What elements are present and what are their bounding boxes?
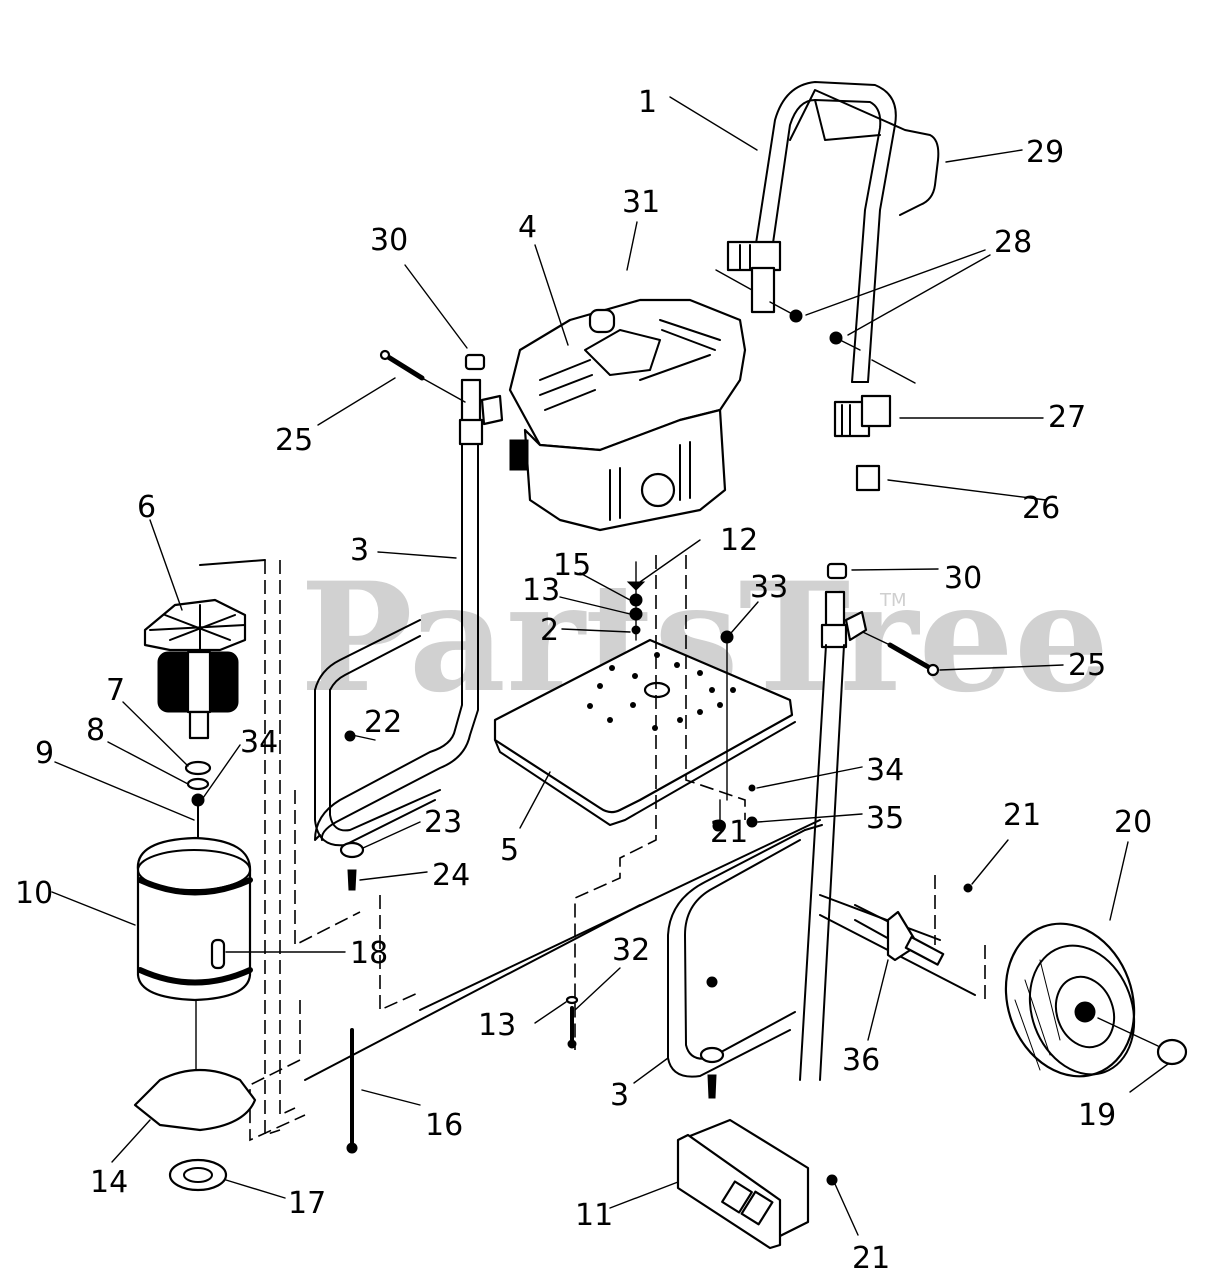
callout-3[interactable]: 3 [610,1078,629,1113]
callout-34[interactable]: 34 [866,753,904,788]
callout-4[interactable]: 4 [518,210,537,245]
part-cap-30b[interactable] [826,562,848,580]
callout-32[interactable]: 32 [612,933,650,968]
part-washer-8[interactable] [186,777,210,791]
callout-23[interactable]: 23 [424,805,462,840]
part-clamp-27[interactable] [833,394,892,438]
leader-lines [51,96,1169,1236]
callout-28[interactable]: 28 [994,225,1032,260]
callout-26[interactable]: 26 [1022,491,1060,526]
callout-31[interactable]: 31 [622,185,660,220]
part-base-plate[interactable] [493,638,796,826]
callout-8[interactable]: 8 [86,713,105,748]
callout-34[interactable]: 34 [240,725,278,760]
part-fastener-stack[interactable] [626,561,646,641]
callout-30[interactable]: 30 [944,561,982,596]
callout-17[interactable]: 17 [288,1186,326,1221]
part-34b[interactable] [748,784,756,792]
part-panel[interactable] [789,89,940,216]
callout-21[interactable]: 21 [710,815,748,850]
callout-29[interactable]: 29 [1026,135,1064,170]
callout-13[interactable]: 13 [522,573,560,608]
part-bolt-25a[interactable] [379,349,466,403]
callout-21[interactable]: 21 [852,1241,890,1276]
callout-15[interactable]: 15 [553,548,591,583]
part-foot-23[interactable] [339,841,365,859]
callout-27[interactable]: 27 [1048,400,1086,435]
callout-12[interactable]: 12 [720,523,758,558]
callout-35[interactable]: 35 [866,801,904,836]
callout-24[interactable]: 24 [432,858,470,893]
assembly-lines [199,555,986,1142]
part-26[interactable] [855,464,881,492]
callout-36[interactable]: 36 [842,1043,880,1078]
part-wheel[interactable] [985,905,1155,1094]
part-screw-21b[interactable] [963,883,973,893]
callout-21[interactable]: 21 [1003,798,1041,833]
callout-19[interactable]: 19 [1078,1098,1116,1133]
part-axle-bracket[interactable] [854,904,945,966]
callout-18[interactable]: 18 [350,936,388,971]
callout-6[interactable]: 6 [137,490,156,525]
part-armature[interactable] [143,598,247,740]
part-35[interactable] [746,816,758,828]
part-engine[interactable] [508,298,747,532]
callout-16[interactable]: 16 [425,1108,463,1143]
part-label-18[interactable] [210,938,226,970]
part-handle-clamp[interactable] [726,240,782,314]
callout-2[interactable]: 2 [540,613,559,648]
callout-22[interactable]: 22 [364,705,402,740]
watermark-trademark: TM [879,590,907,611]
part-screw-21c[interactable] [826,1174,838,1186]
callout-3[interactable]: 3 [350,533,369,568]
callout-1[interactable]: 1 [638,85,657,120]
part-bearing-7[interactable] [184,760,212,776]
callout-10[interactable]: 10 [15,876,53,911]
callout-20[interactable]: 20 [1114,805,1152,840]
part-hub-cap[interactable] [1156,1038,1188,1066]
callout-25[interactable]: 25 [1068,648,1106,683]
part-foot-right[interactable] [699,1046,725,1064]
callout-7[interactable]: 7 [106,673,125,708]
part-cap-30a[interactable] [464,353,486,371]
part-motor-housing[interactable] [136,836,253,1002]
callout-11[interactable]: 11 [575,1198,613,1233]
part-handle[interactable] [754,81,897,383]
callout-14[interactable]: 14 [90,1165,128,1200]
part-foot[interactable] [168,1158,228,1192]
part-end-cover[interactable] [133,1068,257,1132]
callout-9[interactable]: 9 [35,736,54,771]
callout-labels: 1 29 31 28 4 30 25 27 26 6 3 12 15 13 33… [15,85,1152,1276]
part-bolt-32[interactable] [565,995,579,1049]
callout-25[interactable]: 25 [275,423,313,458]
callout-5[interactable]: 5 [500,833,519,868]
part-rod[interactable] [346,1028,358,1154]
callout-33[interactable]: 33 [750,570,788,605]
part-bolt-24[interactable] [347,869,357,891]
callout-13[interactable]: 13 [478,1008,516,1043]
part-switch-box[interactable] [676,1118,810,1250]
callout-30[interactable]: 30 [370,223,408,258]
